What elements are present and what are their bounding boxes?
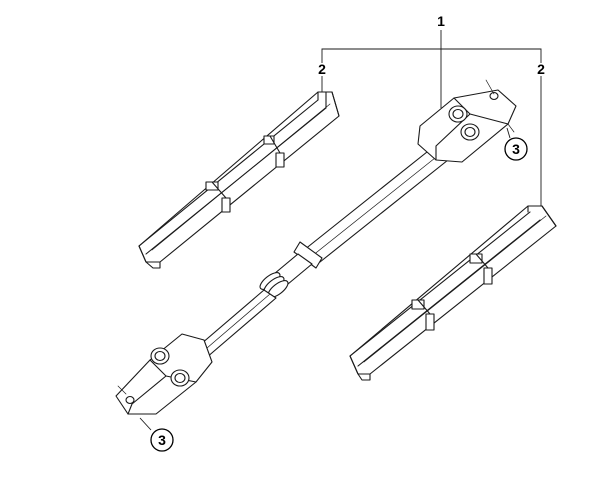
callout-2-right: 2 xyxy=(537,61,545,77)
leader-lines xyxy=(139,30,542,431)
callout-2-left: 2 xyxy=(318,61,326,77)
upper-universal-joint xyxy=(417,79,517,163)
steering-column-cover-left xyxy=(138,91,340,269)
callout-1: 1 xyxy=(437,13,445,29)
callout-3-lower: 3 xyxy=(150,428,174,452)
callout-3-upper: 3 xyxy=(504,137,528,161)
callout-3-lower-label: 3 xyxy=(158,432,166,448)
steering-column-cover-right xyxy=(349,205,557,381)
lower-universal-joint xyxy=(115,333,213,415)
callout-3-upper-label: 3 xyxy=(512,141,520,157)
